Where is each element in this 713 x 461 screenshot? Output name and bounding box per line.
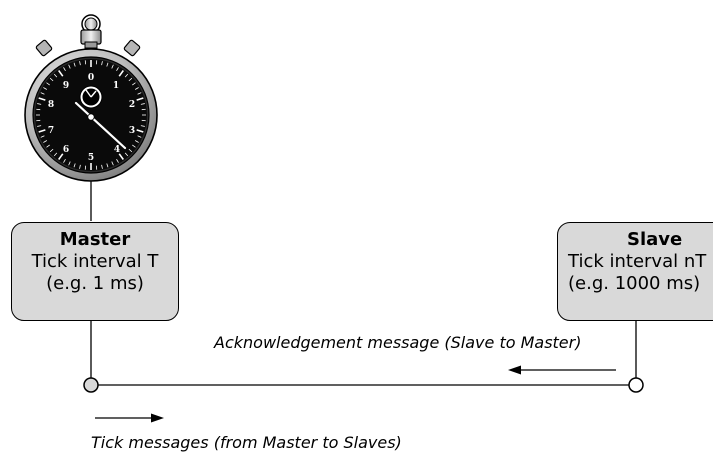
dial-number-3: 3: [129, 126, 135, 136]
slave-terminal: [628, 377, 644, 393]
dial-tick: [111, 64, 114, 69]
dial-numbers: 0 1 2 3 4 5 6 7 8 9: [48, 73, 135, 163]
stopwatch-icon: 0 1 2 3 4 5 6 7 8 9: [24, 14, 158, 182]
dial-tick: [118, 153, 124, 160]
dial-number-5: 5: [88, 153, 94, 163]
slave-interval: Tick interval nT: [568, 251, 707, 272]
dial-tick: [43, 87, 48, 90]
dial-tick: [106, 62, 109, 67]
slave-title: Slave: [627, 229, 683, 250]
dial-tick: [73, 62, 76, 67]
dial-number-2: 2: [129, 100, 135, 110]
dial-tick: [58, 153, 64, 160]
dial-tick: [53, 152, 58, 157]
dial-number-7: 7: [48, 126, 54, 136]
dial-tick: [136, 129, 144, 133]
master-title: Master: [59, 229, 131, 250]
dial-tick: [111, 161, 114, 166]
dial-tick: [137, 92, 142, 95]
dial-tick: [40, 92, 45, 95]
dial-tick: [134, 140, 139, 143]
dial-number-8: 8: [48, 100, 54, 110]
dial-tick: [116, 158, 119, 163]
dial-tick: [128, 148, 133, 153]
dial-tick: [37, 103, 42, 105]
dial-tick: [58, 70, 64, 77]
dial-tick: [137, 135, 142, 138]
dial-tick: [46, 144, 50, 148]
dial-tick: [79, 164, 81, 169]
dial-tick: [43, 140, 48, 143]
stopwatch-hand: [74, 101, 127, 150]
dial-number-0: 0: [88, 73, 94, 83]
acknowledgement-caption: Acknowledgement message (Slave to Master…: [214, 333, 582, 352]
dial-tick: [134, 87, 139, 90]
slave-example: (e.g. 1000 ms): [568, 273, 701, 294]
dial-tick: [73, 163, 76, 168]
dial-tick: [46, 82, 50, 86]
dial-tick: [37, 125, 42, 127]
dial-tick: [136, 97, 144, 101]
dial-tick: [128, 77, 133, 82]
dial-tick: [132, 82, 136, 86]
sub-dial: [79, 85, 103, 109]
tick-arrow: [95, 413, 164, 423]
dial-tick: [49, 148, 54, 153]
dial-tick: [68, 161, 71, 166]
dial-tick: [106, 163, 109, 168]
dial-tick: [79, 61, 81, 66]
dial-number-9: 9: [63, 81, 69, 91]
dial-tick: [49, 77, 54, 82]
slave-box: Slave Tick interval nT (e.g. 1000 ms): [557, 222, 713, 321]
dial-tick: [140, 125, 145, 127]
tick-caption: Tick messages (from Master to Slaves): [91, 433, 402, 452]
dial-tick: [140, 103, 145, 105]
dial-number-1: 1: [113, 81, 119, 91]
acknowledgement-arrow: [508, 365, 616, 375]
dial-tick: [63, 158, 66, 163]
dial-number-4: 4: [114, 145, 120, 155]
dial-tick: [68, 64, 71, 69]
dial-tick: [132, 144, 136, 148]
dial-tick: [101, 61, 103, 66]
dial-tick: [118, 70, 124, 77]
master-interval: Tick interval T: [31, 251, 159, 272]
dial-tick: [116, 67, 119, 72]
dial-number-6: 6: [63, 145, 69, 155]
master-terminal: [83, 377, 99, 393]
dial-tick: [40, 135, 45, 138]
dial-tick: [101, 164, 103, 169]
dial-tick: [38, 129, 46, 133]
dial-tick: [53, 73, 58, 78]
dial-tick: [124, 152, 129, 157]
dial-ticks: [36, 60, 146, 170]
master-box: Master Tick interval T (e.g. 1 ms): [11, 222, 179, 321]
dial-tick: [63, 67, 66, 72]
master-example: (e.g. 1 ms): [46, 273, 144, 294]
dial-tick: [124, 73, 129, 78]
dial-tick: [38, 97, 46, 101]
